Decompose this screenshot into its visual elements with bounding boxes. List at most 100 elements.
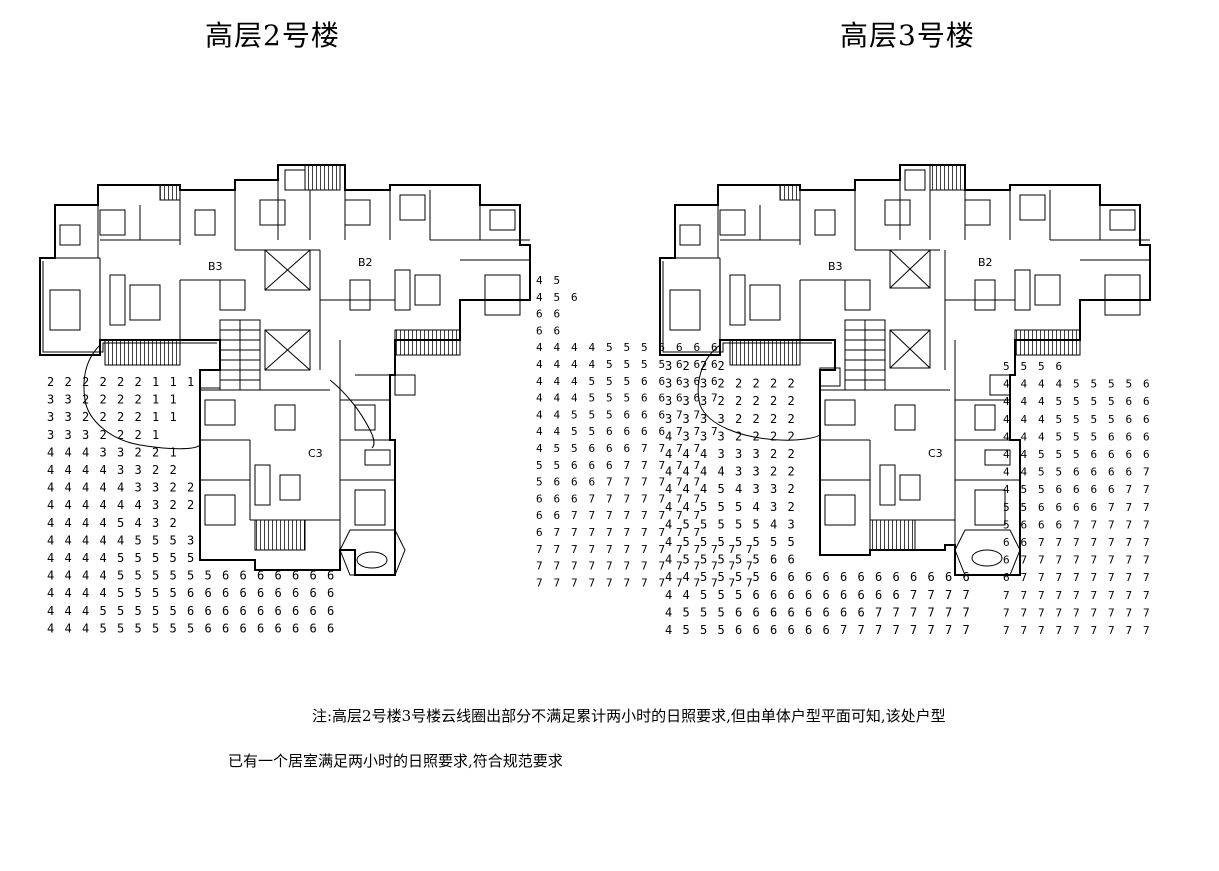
sunlight-hour-value: 7 bbox=[606, 509, 613, 522]
sunlight-hour-value: 7 bbox=[711, 392, 718, 405]
sunlight-hour-value: 6 bbox=[554, 308, 561, 321]
sunlight-hour-value: 6 bbox=[641, 408, 648, 421]
sunlight-hour-value: 6 bbox=[1003, 571, 1010, 584]
sunlight-hour-value: 6 bbox=[554, 324, 561, 337]
sunlight-hour-value: 5 bbox=[135, 533, 142, 547]
sunlight-hour-value: 7 bbox=[1091, 554, 1098, 567]
sunlight-hour-value: 4 bbox=[47, 604, 54, 618]
sunlight-hour-value: 4 bbox=[665, 482, 672, 496]
sunlight-hour-value: 6 bbox=[1143, 378, 1150, 391]
sunlight-hour-value: 7 bbox=[554, 526, 561, 539]
sunlight-hour-value: 6 bbox=[753, 623, 760, 637]
sunlight-hour-value: 3 bbox=[770, 500, 777, 514]
sunlight-hour-value: 4 bbox=[1003, 466, 1010, 479]
sunlight-hour-value: 5 bbox=[1038, 466, 1045, 479]
sunlight-hour-value: 5 bbox=[589, 425, 596, 438]
sunlight-hour-value: 4 bbox=[1003, 378, 1010, 391]
sunlight-hour-value: 7 bbox=[1073, 589, 1080, 602]
sunlight-hour-value: 5 bbox=[606, 358, 613, 371]
sunlight-hour-value: 3 bbox=[152, 498, 159, 512]
sunlight-hour-value: 4 bbox=[554, 375, 561, 388]
sunlight-hour-value: 6 bbox=[770, 623, 777, 637]
sunlight-hour-value: 5 bbox=[606, 392, 613, 405]
sunlight-hour-value: 7 bbox=[963, 605, 970, 619]
sunlight-hour-value: 6 bbox=[659, 392, 666, 405]
sunlight-hour-value: 1 bbox=[187, 375, 194, 389]
sunlight-hour-value: 5 bbox=[683, 623, 690, 637]
sunlight-hour-value: 2 bbox=[753, 412, 760, 426]
sunlight-hour-value: 5 bbox=[735, 553, 742, 567]
sunlight-hour-value: 7 bbox=[641, 576, 648, 589]
sunlight-hour-value: 5 bbox=[718, 623, 725, 637]
sunlight-hour-value: 4 bbox=[1021, 378, 1028, 391]
sunlight-hour-value: 2 bbox=[152, 463, 159, 477]
sunlight-hour-value: 5 bbox=[624, 358, 631, 371]
sunlight-hour-value: 5 bbox=[1073, 395, 1080, 408]
unit-c3-label-left: C3 bbox=[308, 447, 323, 460]
sunlight-hour-value: 7 bbox=[1021, 589, 1028, 602]
sunlight-hour-value: 7 bbox=[1143, 624, 1150, 637]
sunlight-hour-value: 4 bbox=[100, 481, 107, 495]
sunlight-hour-value: 7 bbox=[641, 492, 648, 505]
sunlight-hour-value: 7 bbox=[1143, 536, 1150, 549]
sunlight-hour-value: 6 bbox=[327, 621, 334, 635]
sunlight-hour-value: 7 bbox=[711, 543, 718, 556]
sunlight-hour-value: 6 bbox=[928, 570, 935, 584]
sunlight-hour-value: 6 bbox=[823, 588, 830, 602]
sunlight-hour-value: 7 bbox=[606, 576, 613, 589]
sunlight-hour-value: 3 bbox=[683, 377, 690, 391]
sunlight-hour-value: 6 bbox=[770, 588, 777, 602]
sunlight-hour-value: 7 bbox=[554, 576, 561, 589]
sunlight-hour-value: 6 bbox=[753, 588, 760, 602]
sunlight-hour-value: 4 bbox=[100, 586, 107, 600]
sunlight-hour-value: 2 bbox=[770, 447, 777, 461]
sunlight-hour-value: 7 bbox=[945, 588, 952, 602]
sunlight-hour-value: 4 bbox=[683, 465, 690, 479]
sunlight-hour-value: 6 bbox=[571, 459, 578, 472]
sunlight-hour-value: 5 bbox=[170, 604, 177, 618]
sunlight-hour-value: 2 bbox=[718, 359, 725, 373]
sunlight-hour-value: 4 bbox=[135, 498, 142, 512]
sunlight-hour-value: 5 bbox=[1003, 518, 1010, 531]
sunlight-hour-value: 6 bbox=[1073, 466, 1080, 479]
sunlight-hour-value: 4 bbox=[536, 274, 543, 287]
sunlight-hour-value: 6 bbox=[536, 308, 543, 321]
sunlight-hour-value: 7 bbox=[1021, 606, 1028, 619]
sunlight-hour-value: 4 bbox=[100, 463, 107, 477]
sunlight-hour-value: 3 bbox=[117, 445, 124, 459]
sunlight-hour-value: 3 bbox=[718, 447, 725, 461]
sunlight-hour-value: 6 bbox=[840, 588, 847, 602]
sunlight-hour-value: 7 bbox=[1108, 518, 1115, 531]
sunlight-hour-value: 5 bbox=[170, 551, 177, 565]
sunlight-hour-value: 5 bbox=[187, 551, 194, 565]
sunlight-hour-value: 6 bbox=[310, 569, 317, 583]
sunlight-hour-value: 5 bbox=[1056, 466, 1063, 479]
sunlight-hour-value: 2 bbox=[100, 428, 107, 442]
sunlight-hour-value: 5 bbox=[170, 533, 177, 547]
sunlight-hour-value: 4 bbox=[718, 465, 725, 479]
sunlight-hour-value: 7 bbox=[1126, 518, 1133, 531]
sunlight-hour-value: 5 bbox=[735, 535, 742, 549]
sunlight-hour-value: 7 bbox=[1091, 536, 1098, 549]
sunlight-hour-value: 5 bbox=[1021, 360, 1028, 373]
sunlight-hour-value: 7 bbox=[536, 543, 543, 556]
sunlight-hour-value: 2 bbox=[170, 463, 177, 477]
sunlight-hour-value: 6 bbox=[1073, 483, 1080, 496]
sunlight-hour-value: 6 bbox=[327, 604, 334, 618]
sunlight-hour-value: 4 bbox=[65, 463, 72, 477]
sunlight-hour-value: 6 bbox=[1126, 466, 1133, 479]
sunlight-hour-value: 5 bbox=[700, 553, 707, 567]
sunlight-hour-value: 7 bbox=[928, 605, 935, 619]
sunlight-hour-value: 6 bbox=[858, 570, 865, 584]
sunlight-hour-value: 7 bbox=[963, 588, 970, 602]
sunlight-hour-value: 4 bbox=[683, 570, 690, 584]
sunlight-hour-value: 5 bbox=[683, 517, 690, 531]
sunlight-hour-value: 5 bbox=[1126, 378, 1133, 391]
sunlight-hour-value: 7 bbox=[1091, 518, 1098, 531]
sunlight-hour-value: 5 bbox=[1073, 378, 1080, 391]
sunlight-hour-value: 4 bbox=[65, 586, 72, 600]
sunlight-hour-value: 2 bbox=[135, 410, 142, 424]
sunlight-hour-value: 3 bbox=[753, 465, 760, 479]
sunlight-hour-value: 6 bbox=[753, 605, 760, 619]
sunlight-hour-value: 4 bbox=[571, 358, 578, 371]
